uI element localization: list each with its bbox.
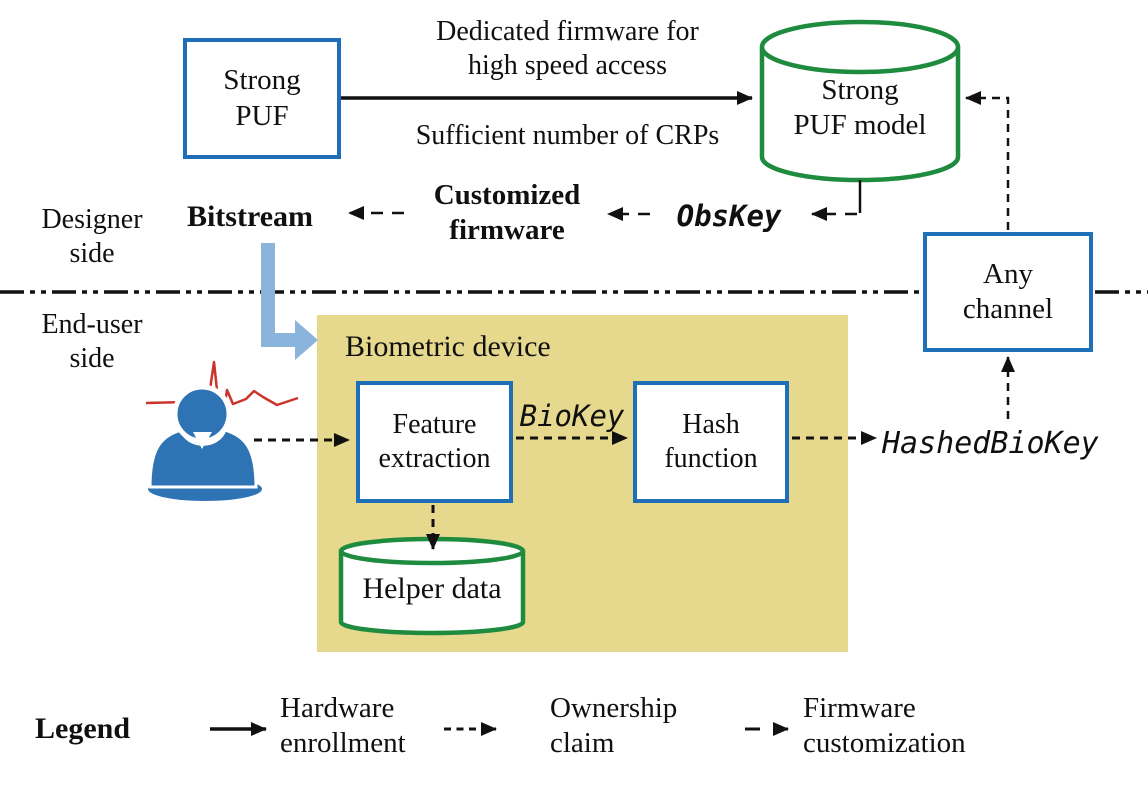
helper-data-label: Helper data bbox=[362, 572, 502, 605]
hash-function-label: Hash function bbox=[664, 408, 758, 474]
arrow-anychannel-to-model bbox=[965, 91, 1010, 230]
biokey-label: BioKey bbox=[519, 399, 625, 433]
legend-item-hardware-enrollment: Hardware enrollment bbox=[280, 692, 406, 760]
dedicated-firmware-label: Dedicated firmware for high speed access bbox=[436, 16, 699, 82]
end-user-side-label: End-user side bbox=[41, 309, 143, 375]
designer-side-label: Designer side bbox=[41, 204, 143, 270]
hashedbiokey-label: HashedBioKey bbox=[882, 426, 1099, 461]
strong-puf-model-label: Strong PUF model bbox=[793, 74, 927, 142]
feature-extraction-label: Feature extraction bbox=[378, 408, 491, 474]
legend-title: Legend bbox=[35, 712, 131, 745]
hash-function-box: Hash function bbox=[633, 381, 789, 503]
bitstream-deploy-arrow bbox=[261, 243, 318, 360]
customized-firmware-label: Customized firmware bbox=[433, 179, 581, 247]
feature-extraction-box: Feature extraction bbox=[356, 381, 513, 503]
legend-item-ownership-claim: Ownership claim bbox=[550, 692, 678, 760]
obskey-label: ObsKey bbox=[676, 199, 782, 233]
ecg-signal-icon bbox=[145, 360, 299, 430]
sufficient-crps-label: Sufficient number of CRPs bbox=[415, 120, 720, 151]
biometric-device-label: Biometric device bbox=[345, 330, 551, 363]
legend-item-firmware-customization: Firmware customization bbox=[803, 692, 966, 760]
bitstream-label: Bitstream bbox=[186, 200, 314, 233]
person-icon bbox=[148, 384, 262, 501]
any-channel-label: Any channel bbox=[962, 257, 1054, 325]
strong-puf-box: Strong PUF bbox=[183, 38, 341, 159]
any-channel-box: Any channel bbox=[923, 232, 1093, 352]
strong-puf-label: Strong PUF bbox=[223, 64, 301, 132]
